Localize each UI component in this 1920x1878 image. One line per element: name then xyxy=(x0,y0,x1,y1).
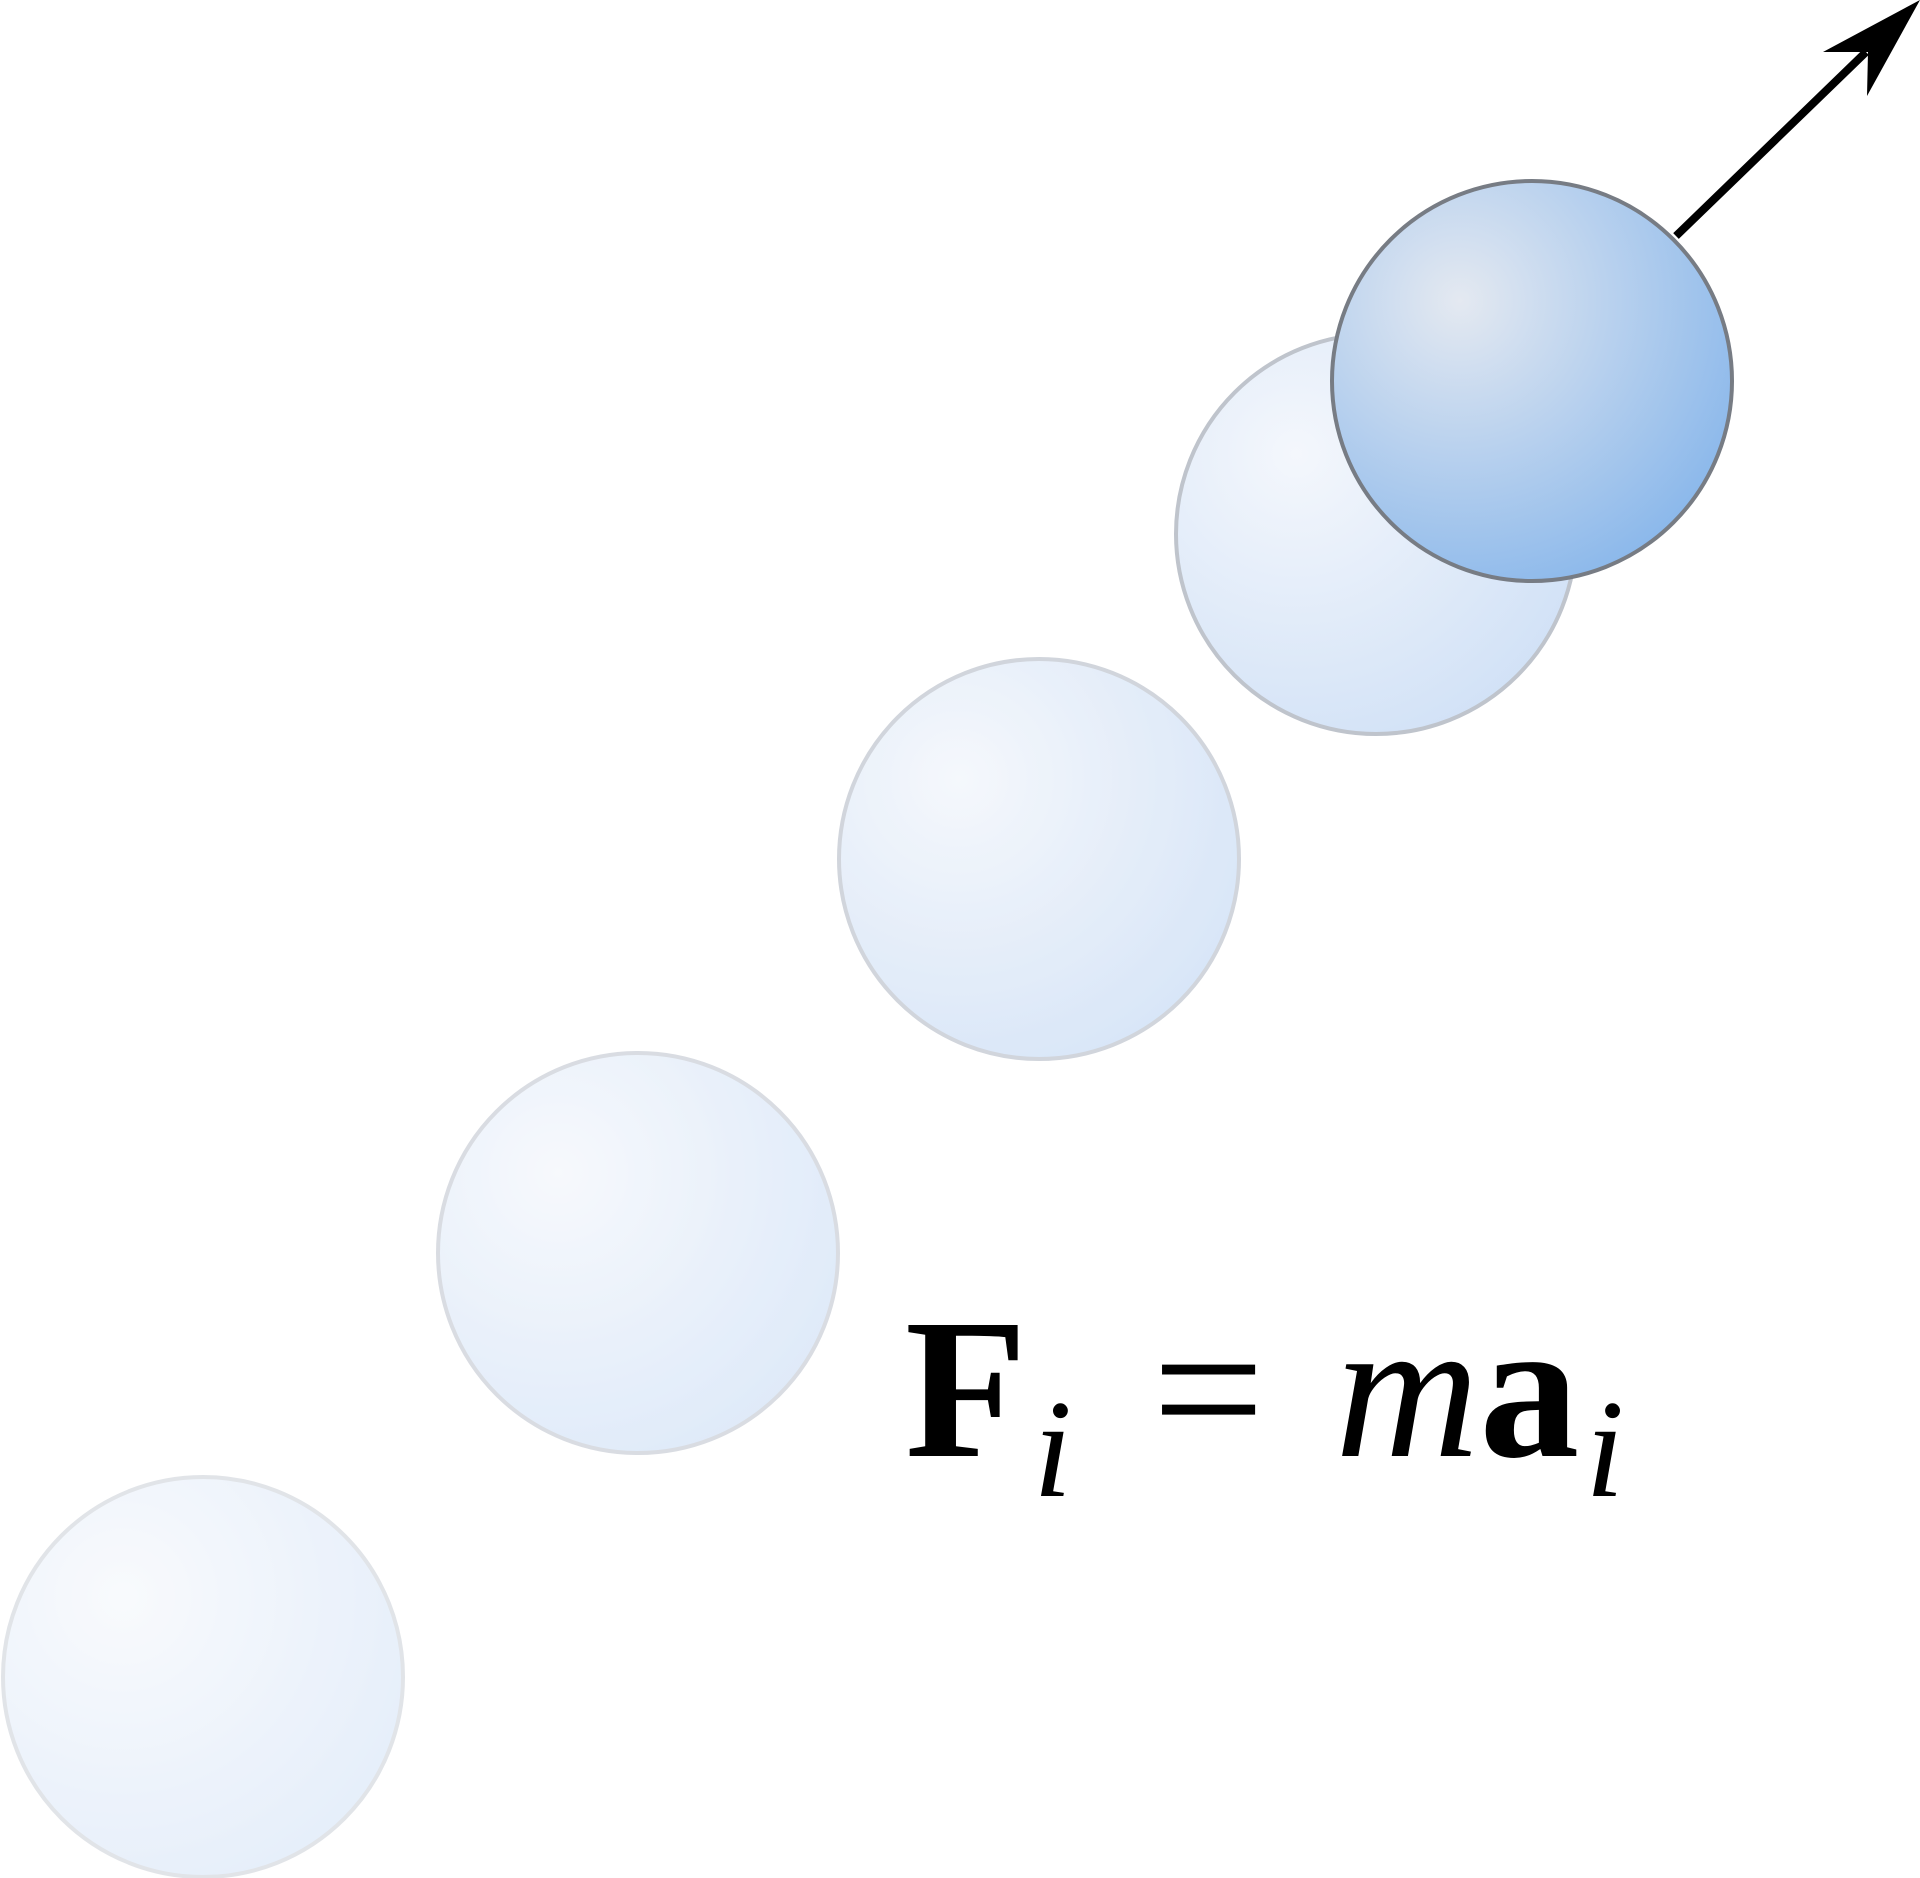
newtons-second-law-equation: F i = m a i xyxy=(905,1290,1624,1530)
acceleration-symbol: a xyxy=(1479,1279,1580,1500)
equals-sign: = xyxy=(1152,1279,1265,1500)
force-symbol: F xyxy=(905,1279,1028,1500)
velocity-arrow-icon xyxy=(1673,0,1920,239)
ghost-ball-1 xyxy=(1,1475,405,1878)
acceleration-index: i xyxy=(1585,1372,1625,1527)
ghost-ball-2 xyxy=(436,1051,840,1455)
ghost-ball-3 xyxy=(837,657,1241,1061)
force-index: i xyxy=(1033,1372,1073,1527)
mass-symbol: m xyxy=(1334,1279,1480,1500)
current-ball xyxy=(1330,179,1734,583)
